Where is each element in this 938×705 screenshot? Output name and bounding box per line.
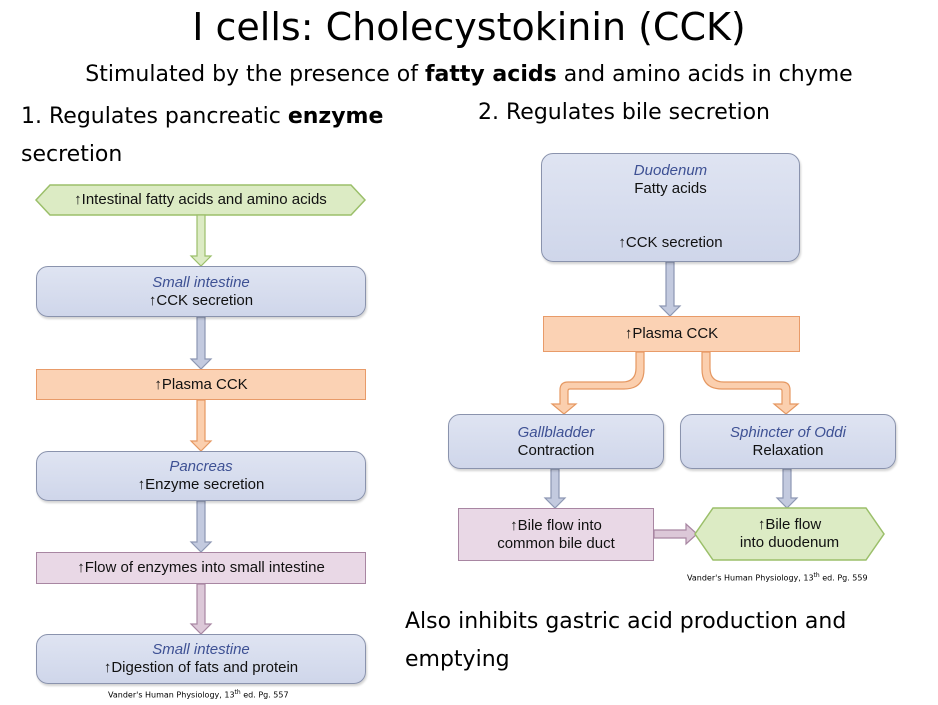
small-intestine-box-2: Small intestine ↑Digestion of fats and p…	[36, 634, 366, 684]
heading-left-suffix: secretion	[21, 142, 123, 167]
arrow-blue-down-1	[189, 316, 213, 370]
arrow-green-down	[189, 214, 213, 267]
intestinal-acids-shape	[34, 184, 367, 216]
heading-left-prefix: 1. Regulates pancreatic	[21, 104, 288, 129]
gallbladder-box: Gallbladder Contraction	[448, 414, 664, 469]
citation-right-prefix: Vander's Human Physiology, 13	[687, 573, 814, 583]
arrow-blue-down-right	[658, 261, 682, 317]
bile-duct-box: ↑Bile flow into common bile duct	[458, 508, 654, 561]
arrow-purple-right	[653, 522, 698, 546]
small-intestine-1-text: ↑CCK secretion	[148, 291, 254, 309]
citation-right: Vander's Human Physiology, 13th ed. Pg. …	[687, 571, 868, 584]
citation-right-suffix: ed. Pg. 559	[819, 573, 868, 583]
arrow-orange-branch-left	[550, 351, 645, 415]
small-intestine-2-title: Small intestine	[152, 641, 250, 658]
sphincter-text: Relaxation	[752, 441, 824, 459]
flow-enzymes-label: ↑Flow of enzymes into small intestine	[77, 559, 325, 576]
pancreas-title: Pancreas	[169, 458, 233, 475]
duodenum-box: Duodenum Fatty acids ↑CCK secretion	[541, 153, 800, 262]
arrow-orange-down-left	[189, 399, 213, 452]
arrow-blue-down-2	[189, 500, 213, 553]
gallbladder-text: Contraction	[517, 441, 595, 459]
plasma-cck-box-right: ↑Plasma CCK	[543, 316, 800, 352]
duodenum-line2: ↑CCK secretion	[618, 234, 723, 251]
citation-left-suffix: ed. Pg. 557	[240, 690, 289, 700]
subtitle-bold: fatty acids	[424, 62, 557, 87]
note-text: Also inhibits gastric acid production an…	[405, 609, 847, 672]
gallbladder-title: Gallbladder	[517, 423, 595, 441]
heading-right: 2. Regulates bile secretion	[478, 100, 770, 125]
flow-enzymes-box: ↑Flow of enzymes into small intestine	[36, 552, 366, 584]
duodenum-line1: Fatty acids	[634, 180, 707, 197]
plasma-cck-box-left: ↑Plasma CCK	[36, 369, 366, 400]
bile-duodenum-line1: ↑Bile flow	[757, 516, 822, 533]
citation-left-sup: th	[234, 689, 241, 696]
intestinal-acids-label: ↑Intestinal fatty acids and amino acids	[74, 191, 327, 208]
duodenum-title: Duodenum	[633, 162, 708, 179]
citation-left: Vander's Human Physiology, 13th ed. Pg. …	[108, 688, 289, 701]
bile-duodenum-shape	[694, 507, 885, 561]
plasma-cck-right-label: ↑Plasma CCK	[624, 325, 719, 342]
arrow-orange-branch-right	[701, 351, 800, 415]
citation-left-prefix: Vander's Human Physiology, 13	[108, 690, 235, 700]
pancreas-box: Pancreas ↑Enzyme secretion	[36, 451, 366, 501]
slide-title: I cells: Cholecystokinin (CCK)	[192, 5, 746, 49]
bile-duodenum-box: ↑Bile flow into duodenum	[695, 508, 884, 560]
plasma-cck-left-label: ↑Plasma CCK	[154, 375, 248, 393]
small-intestine-1-title: Small intestine	[152, 273, 250, 291]
small-intestine-box-1: Small intestine ↑CCK secretion	[36, 266, 366, 317]
arrow-blue-gallbladder	[543, 468, 567, 509]
heading-left-bold: enzyme	[287, 104, 384, 129]
bile-duct-line1: ↑Bile flow into	[510, 516, 602, 534]
intestinal-acids-box: ↑Intestinal fatty acids and amino acids	[36, 185, 365, 215]
pancreas-text: ↑Enzyme secretion	[137, 476, 265, 493]
bile-duct-line2: common bile duct	[497, 534, 615, 552]
sphincter-box: Sphincter of Oddi Relaxation	[680, 414, 896, 469]
heading-left: 1. Regulates pancreatic enzyme secretion	[21, 98, 461, 174]
small-intestine-2-text: ↑Digestion of fats and protein	[103, 659, 299, 676]
arrow-purple-down	[189, 583, 213, 635]
sphincter-title: Sphincter of Oddi	[730, 423, 846, 441]
subtitle-suffix: and amino acids in chyme	[556, 62, 853, 87]
arrow-blue-sphincter	[775, 468, 799, 509]
subtitle-prefix: Stimulated by the presence of	[85, 62, 425, 87]
bile-duodenum-line2: into duodenum	[739, 534, 840, 551]
citation-right-sup: th	[813, 572, 820, 579]
slide-subtitle: Stimulated by the presence of fatty acid…	[0, 60, 938, 90]
